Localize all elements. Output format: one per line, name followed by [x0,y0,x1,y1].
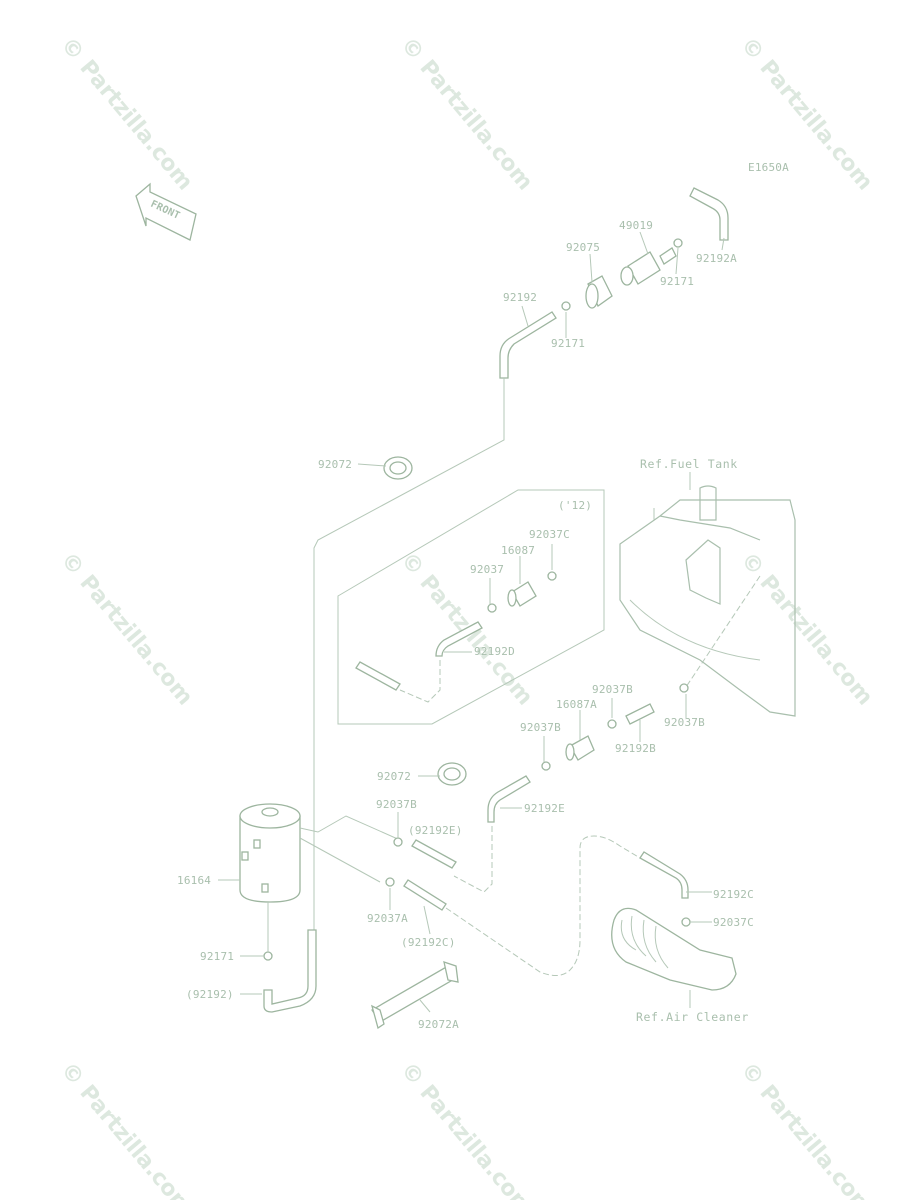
valve-16087A-shape [565,735,595,761]
hose-92192A-shape [689,187,729,241]
clamp-92037C-air-shape [681,917,691,927]
front-arrow-icon: FRONT [135,182,197,241]
hose-92192B-shape [625,703,655,725]
part-label-92171-bottom: 92171 [200,950,234,963]
part-label-92192D: 92192D [474,645,515,658]
part-label-92037B-tank: 92037B [664,716,705,729]
part-label-16164: 16164 [177,874,211,887]
year-2012-box [337,489,605,725]
clamp-92037B-tank-shape [679,683,689,693]
fuel-filter-49019-shape [620,247,677,286]
clamp-92171-bottom-shape [263,951,273,961]
hose-92192E-dash [453,826,493,893]
watermark-4: © Partzilla.com [55,548,197,710]
part-label-92192E-paren: (92192E) [408,824,463,837]
clamp-92072-upper-shape [383,456,413,480]
clamp-92037A-shape [385,877,395,887]
part-label-92037C-air: 92037C [713,916,754,929]
year-2012-label: ('12) [558,499,592,512]
part-label-92192A: 92192A [696,252,737,265]
part-label-92037C-box: 92037C [529,528,570,541]
fuel-tank-shape [619,485,796,717]
tank-vent-line [683,575,761,691]
hose-92192E-paren-shape [411,839,457,869]
ref-air-cleaner-label: Ref.Air Cleaner [636,1010,749,1024]
part-label-92192-paren: (92192) [186,988,234,1001]
canister-16164-shape [239,803,301,903]
part-label-92037B-canister: 92037B [376,798,417,811]
part-label-16087A: 16087A [556,698,597,711]
part-label-92171-top: 92171 [660,275,694,288]
clamp-92037B-lower-shape [541,761,551,771]
part-label-49019: 49019 [619,219,653,232]
part-label-92072-upper: 92072 [318,458,352,471]
clamp-92037-box-shape [487,603,497,613]
hose-92192D-end-shape [355,661,401,691]
part-label-92171-mid: 92171 [551,337,585,350]
part-label-92075: 92075 [566,241,600,254]
part-label-92037B-mid: 92037B [520,721,561,734]
part-label-92037B-upper: 92037B [592,683,633,696]
hose-92192C-shape [639,851,689,899]
leader-lines [218,231,725,1013]
valve-16087-shape [507,581,537,607]
watermark-6: © Partzilla.com [735,548,877,710]
connector-92075-shape [585,275,613,309]
watermark-9: © Partzilla.com [735,1058,877,1200]
canister-line-1 [299,815,401,841]
ref-fuel-tank-label: Ref.Fuel Tank [640,457,738,471]
watermark-1: © Partzilla.com [55,33,197,195]
canister-line-2 [299,837,381,883]
part-label-92072-lower: 92072 [377,770,411,783]
part-label-92037A: 92037A [367,912,408,925]
clamp-92072-lower-shape [437,762,467,786]
vent-line-main [313,378,505,935]
clamp-92037B-canister-shape [393,837,403,847]
watermark-7: © Partzilla.com [55,1058,197,1200]
part-label-92192C-paren: (92192C) [401,936,456,949]
part-label-92037-box: 92037 [470,563,504,576]
hose-92192-bottom-shape [263,929,317,1013]
part-label-16087: 16087 [501,544,535,557]
air-cleaner-line [445,835,641,976]
watermark-8: © Partzilla.com [395,1058,537,1200]
clamp-92171-mid-shape [561,301,571,311]
air-cleaner-boot-shape [611,907,737,991]
clamp-92037C-box-shape [547,571,557,581]
part-label-92192B: 92192B [615,742,656,755]
part-label-92192C: 92192C [713,888,754,901]
hose-92192C-paren-shape [403,879,447,911]
part-label-92072A: 92072A [418,1018,459,1031]
part-label-92192: 92192 [503,291,537,304]
watermark-2: © Partzilla.com [395,33,537,195]
strap-92072A-shape [370,961,459,1030]
clamp-92037B-mid-shape [607,719,617,729]
hose-92192E-shape [487,775,531,823]
clamp-92171-top-shape [673,238,683,248]
diagram-code: E1650A [748,161,789,174]
hose-92192-shape [499,311,557,379]
hose-92192D-dash [399,660,441,703]
hose-92192D-shape [435,621,483,657]
part-label-92192E: 92192E [524,802,565,815]
